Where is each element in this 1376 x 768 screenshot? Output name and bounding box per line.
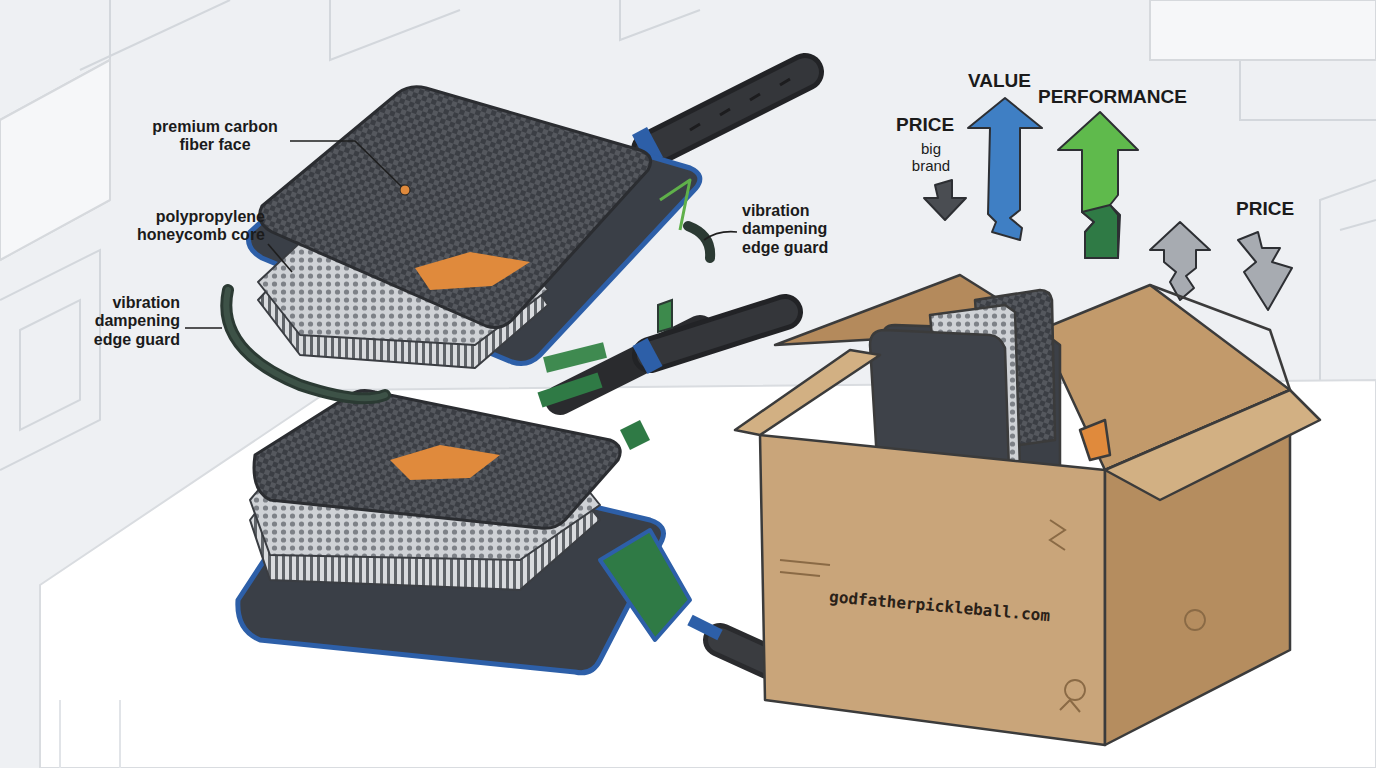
arrow-label: PRICE (1236, 198, 1326, 220)
arrow-label: PERFORMANCE (1038, 86, 1208, 108)
box-print: godfatherpickleball.com (828, 588, 1079, 628)
arrow-label: PRICE (896, 114, 976, 136)
part-label: polypropylene honeycomb core (100, 208, 265, 245)
arrow-note: big brand (903, 140, 959, 175)
part-label: vibration dampening edge guard (84, 294, 180, 349)
part-label: premium carbon fiber face (140, 118, 290, 155)
part-label: vibration dampening edge guard (742, 202, 854, 257)
